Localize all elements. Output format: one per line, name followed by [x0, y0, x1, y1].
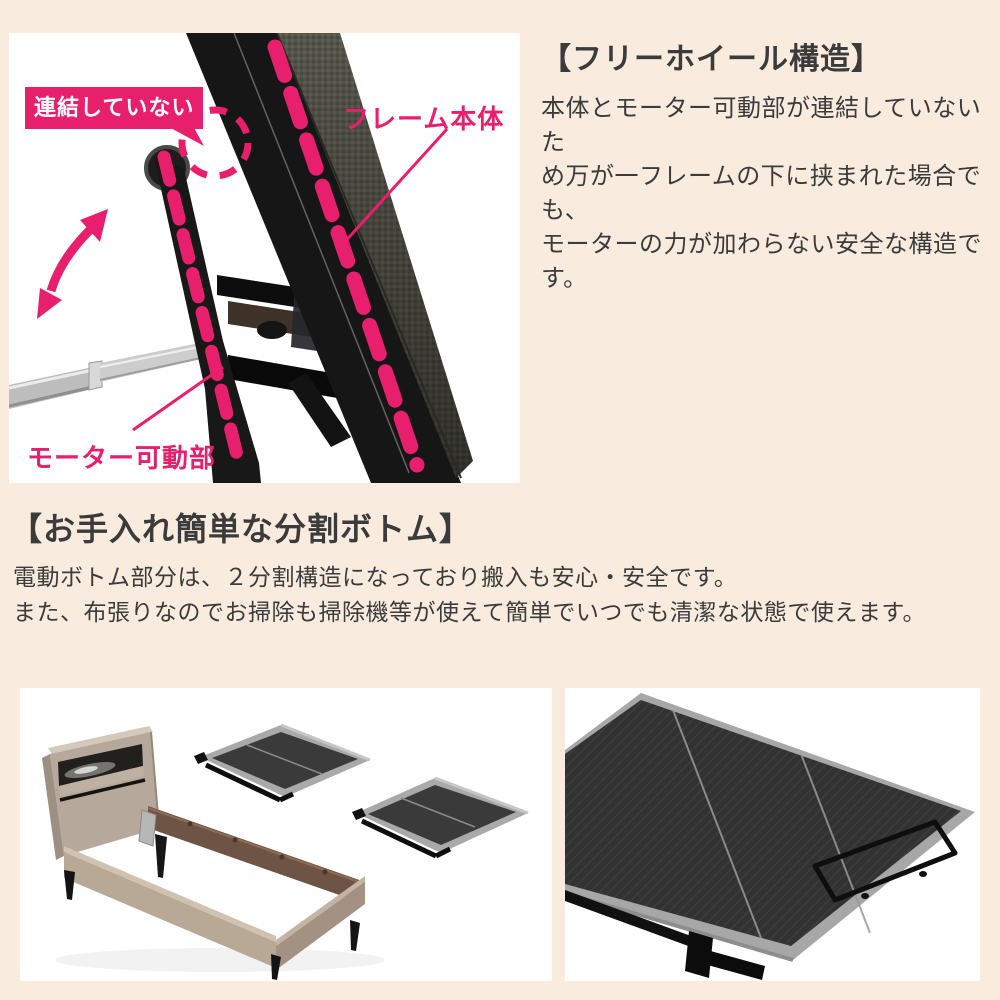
freewheel-body-line: モーターの力が加わらない安全な構造です。 [541, 231, 982, 292]
bottom-panel-photo [565, 688, 980, 981]
mounting-bracket-shape [565, 890, 765, 980]
freewheel-heading: 【フリーホイール構造】 [541, 43, 882, 76]
speech-tail-icon [167, 126, 204, 146]
freewheel-photo-graphic [9, 33, 520, 483]
panel-seam [800, 753, 871, 934]
freewheel-body-line: 本体とモーター可動部が連結していないた [541, 95, 982, 156]
panel-closeup-shape [565, 693, 975, 962]
freewheel-body-line: め万が一フレームの下に挟まれた場合でも、 [541, 163, 982, 224]
actuator-rod [9, 339, 220, 409]
split-bottom-text-block: 電動ボトム部分は、２分割構造になっており搬入も安心・安全です。 また、布張りなの… [13, 560, 926, 630]
rotation-arrow-icon [37, 209, 108, 319]
bed-legs [64, 834, 360, 980]
bed-frame-graphic [20, 688, 552, 981]
split-bottom-heading: 【お手入れ簡単な分割ボトム】 [10, 511, 473, 547]
motor-movable-label: モーター可動部 [27, 443, 217, 473]
headboard-shelf-slot [58, 744, 143, 786]
dashed-circle-icon [178, 106, 252, 180]
freewheel-text-block: 【フリーホイール構造】 本体とモーター可動部が連結していないた め万が一フレーム… [541, 34, 991, 296]
headboard-shape [42, 726, 160, 860]
pointer-line-frame [340, 127, 449, 247]
bed-rails-shape [64, 806, 366, 970]
panel-seam [672, 709, 762, 939]
retainer-wire-shape [812, 819, 958, 903]
arm-dash-guide [157, 150, 245, 466]
freewheel-photo: 連結していない フレーム本体 モーター可動部 [9, 33, 520, 483]
split-bottom-panel-2 [352, 776, 529, 859]
split-bottom-panel-1 [194, 723, 371, 803]
bottom-panel-graphic [565, 688, 980, 981]
motor-mount-bracket [138, 809, 157, 847]
pointer-line-motor [132, 365, 224, 432]
split-bottom-body-line: 電動ボトム部分は、２分割構造になっており搬入も安心・安全です。 [13, 564, 738, 590]
frame-body-label: フレーム本体 [343, 104, 505, 134]
bed-frame-photo [20, 688, 552, 981]
frame-dash-guide [267, 39, 425, 473]
not-connected-label: 連結していない [25, 87, 204, 129]
split-bottom-body-line: また、布張りなのでお掃除も掃除機等が使えて簡単でいつでも清潔な状態で使えます。 [13, 599, 927, 625]
